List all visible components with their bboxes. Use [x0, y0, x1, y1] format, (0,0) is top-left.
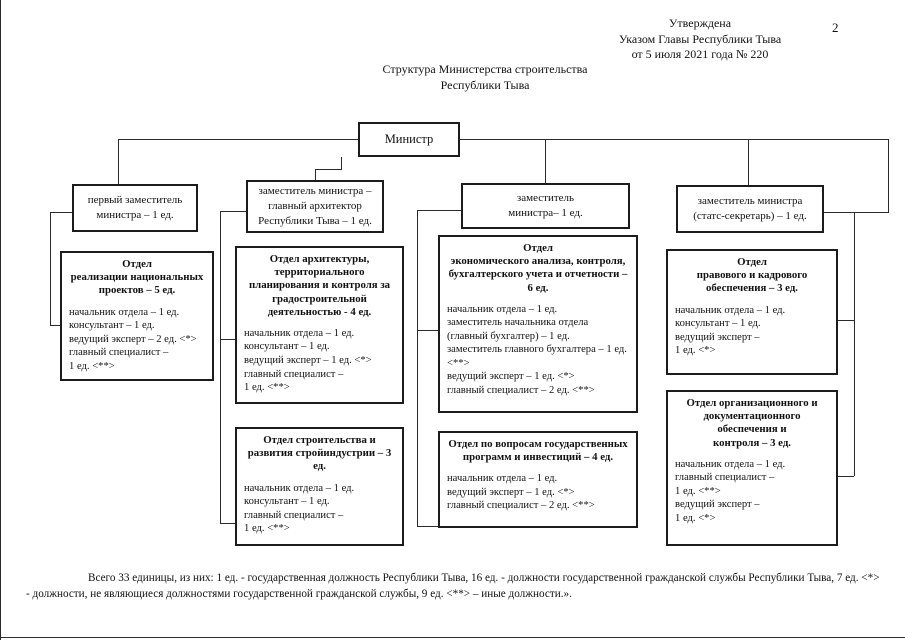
dept-box-construction-industry: Отдел строительства и развития стройинду…: [235, 427, 404, 546]
dept-staff-list: начальник отдела – 1 ед. консультант – 1…: [244, 482, 355, 535]
connector-line: [118, 139, 358, 140]
dept-staff-list: начальник отдела – 1 ед. заместитель нач…: [447, 303, 627, 396]
deputy-box-first-deputy: первый заместитель министра – 1 ед.: [72, 184, 198, 232]
dept-title: Отдел реализации национальных проектов –…: [70, 258, 204, 297]
deputy-box-state-secretary: заместитель министра (статс-секретарь) –…: [676, 185, 824, 233]
connector-line: [417, 210, 461, 211]
connector-line: [50, 212, 72, 213]
minister-label: Министр: [384, 132, 434, 146]
dept-box-economic-analysis: Отдел экономического анализа, контроля, …: [438, 235, 638, 413]
connector-line: [50, 212, 51, 325]
connector-line: [545, 139, 546, 183]
connector-line: [220, 523, 235, 524]
deputy-label: заместитель министра – главный архитекто…: [258, 185, 372, 227]
connector-line: [220, 339, 235, 340]
dept-staff-list: начальник отдела – 1 ед. ведущий эксперт…: [447, 473, 595, 512]
dept-title: Отдел архитектуры, территориального план…: [248, 253, 391, 318]
dept-staff-list: начальник отдела – 1 ед. консультант – 1…: [69, 306, 197, 372]
connector-line: [341, 157, 342, 170]
connector-line: [220, 211, 221, 523]
minister-box: Министр: [358, 122, 460, 157]
deputy-box-chief-architect: заместитель министра – главный архитекто…: [246, 180, 384, 233]
connector-line: [417, 210, 418, 526]
connector-line: [220, 211, 246, 212]
connector-line: [460, 139, 889, 140]
connector-line: [50, 325, 60, 326]
dept-box-org-documentation: Отдел организационного и документационно…: [666, 390, 838, 546]
page-edge-bottom: [0, 637, 905, 638]
connector-line: [838, 320, 854, 321]
deputy-label: заместитель министра (статс-секретарь) –…: [693, 195, 807, 222]
connector-line: [417, 526, 438, 527]
deputy-label: первый заместитель министра – 1 ед.: [87, 194, 183, 221]
dept-staff-list: начальник отдела – 1 ед. консультант – 1…: [675, 304, 786, 357]
connector-line: [824, 212, 889, 213]
dept-title: Отдел экономического анализа, контроля, …: [448, 242, 628, 294]
dept-staff-list: начальник отдела – 1 ед. консультант – 1…: [244, 327, 372, 394]
connector-line: [315, 169, 342, 170]
footnote: Всего 33 единицы, из них: 1 ед. - госуда…: [26, 572, 880, 601]
dept-box-national-projects: Отдел реализации национальных проектов –…: [60, 251, 214, 381]
dept-title: Отдел строительства и развития стройинду…: [247, 434, 392, 473]
dept-title: Отдел организационного и документационно…: [686, 397, 818, 449]
deputy-box-deputy-minister: заместитель министра– 1 ед.: [461, 183, 630, 229]
connector-line: [748, 139, 749, 185]
document-title: Структура Министерства строительства Рес…: [382, 62, 588, 92]
dept-box-legal-hr: Отдел правового и кадрового обеспечения …: [666, 249, 838, 375]
connector-line: [315, 169, 316, 180]
connector-line: [888, 139, 889, 213]
dept-box-state-programs: Отдел по вопросам государственных програ…: [438, 431, 638, 528]
page-number: 2: [832, 20, 839, 35]
dept-box-architecture-planning: Отдел архитектуры, территориального план…: [235, 246, 404, 404]
connector-line: [118, 139, 119, 184]
dept-title: Отдел правового и кадрового обеспечения …: [696, 256, 808, 295]
connector-line: [838, 476, 854, 477]
connector-line: [854, 212, 855, 476]
deputy-label: заместитель министра– 1 ед.: [508, 192, 583, 219]
dept-title: Отдел по вопросам государственных програ…: [448, 438, 628, 464]
dept-staff-list: начальник отдела – 1 ед. главный специал…: [675, 458, 786, 524]
connector-line: [417, 330, 438, 331]
approval-note: Утверждена Указом Главы Республики Тыва …: [618, 16, 782, 62]
page-edge-left: [0, 0, 1, 640]
